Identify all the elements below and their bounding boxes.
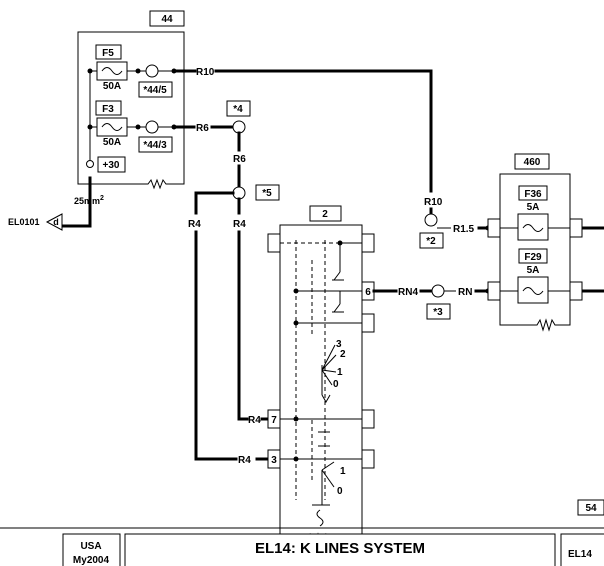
- ground-triangle: [45, 213, 63, 231]
- fuse-f5-id: F5: [102, 48, 114, 59]
- ground-el0101: d EL0101: [8, 213, 63, 231]
- splice-2: *2: [426, 236, 436, 247]
- fuse-f36-label-box: [518, 185, 548, 201]
- terminal-plus30-box: [97, 156, 126, 173]
- fuse-f29-body: [517, 276, 549, 304]
- module-2-outline: [279, 224, 363, 548]
- wire-r10-top: R10: [196, 67, 215, 78]
- splice-5: *5: [262, 188, 272, 199]
- wire-r4-right: [237, 230, 249, 421]
- wire-rn4: RN4: [398, 287, 418, 298]
- module-2-ref: 2: [322, 209, 328, 220]
- splice-4-circle: [232, 120, 246, 134]
- ground-letter: d: [53, 217, 59, 227]
- wire-r6-mid: R6: [233, 154, 246, 165]
- splice-circle-f5: [145, 64, 159, 78]
- wire-r15: R1.5: [453, 224, 475, 235]
- page-ref-label: EL14: [568, 549, 592, 560]
- pin-6: 6: [365, 287, 371, 298]
- wire-r10: [214, 69, 433, 193]
- switch-pos-3: 3: [336, 339, 342, 350]
- module-2-ref-box: [309, 205, 342, 222]
- fuse-f3-label-box: [95, 100, 122, 116]
- module-460-ref-box: [514, 153, 550, 170]
- page-number-box: [577, 499, 604, 516]
- module-44-ref: 44: [161, 14, 173, 25]
- module-460: 460 F36 5A F29 5A: [487, 153, 583, 332]
- splice-5-circle: [232, 186, 246, 200]
- module-460-ref: 460: [524, 157, 541, 168]
- switch-lower-pos-0: 0: [337, 486, 343, 497]
- fuse-f36-icon: [522, 224, 544, 232]
- module-44-outline: [77, 31, 185, 190]
- switch-pos-2: 2: [340, 349, 346, 360]
- fuse-f3-ref: *44/3: [143, 140, 167, 151]
- splice-2-circle: [424, 213, 438, 227]
- diagram-title: EL14: K LINES SYSTEM: [255, 540, 425, 557]
- splice-5-box: [255, 184, 280, 201]
- fuse-f36-id: F36: [524, 189, 542, 200]
- fuse-f29-icon: [522, 287, 544, 295]
- wire-r4-left: [194, 230, 238, 461]
- splice-2-box: [419, 232, 444, 249]
- splice-3-box: [426, 303, 451, 320]
- page-number: 54: [585, 503, 597, 514]
- module-44: 44 F5 50A *44/5 F3 50A *44/3: [77, 10, 185, 190]
- wire-gauge-label: 25mm2: [74, 195, 104, 206]
- fuse-f5-label-box: [95, 44, 122, 60]
- fuse-f3-ref-box: [138, 136, 173, 153]
- fuse-f5-ref: *44/5: [143, 85, 167, 96]
- wire-r4-pin7: R4: [248, 415, 261, 426]
- title-block: USA My2004 EL14: K LINES SYSTEM EL14: [0, 527, 604, 566]
- wire-r4-left: R4: [188, 219, 201, 230]
- fuse-f3-id: F3: [102, 104, 114, 115]
- battery-feed-wire: [60, 176, 92, 228]
- splice-circle-f3: [145, 120, 159, 134]
- fuse-f36-rating: 5A: [527, 202, 540, 213]
- wire-rn: RN: [458, 287, 472, 298]
- switch-pos-1: 1: [337, 367, 343, 378]
- splice-4: *4: [233, 104, 243, 115]
- wire-r6-top: R6: [196, 123, 209, 134]
- wire-r4-left-top: [194, 191, 235, 215]
- fuse-f29-rating: 5A: [527, 265, 540, 276]
- pin-7: 7: [271, 415, 277, 426]
- model-year-label: My2004: [73, 555, 110, 566]
- splice-4-box: [226, 100, 251, 117]
- terminal-plus30: +30: [103, 160, 120, 171]
- fuse-f5-icon: [101, 67, 123, 75]
- fuse-f3-icon: [101, 123, 123, 131]
- pin-3: 3: [271, 455, 277, 466]
- fuse-f29-id: F29: [524, 252, 542, 263]
- fuse-f3-rating: 50A: [103, 137, 121, 148]
- fuse-f5-ref-box: [138, 81, 173, 98]
- ground-ref: EL0101: [8, 217, 40, 227]
- fuse-f5-rating: 50A: [103, 81, 121, 92]
- splice-3-circle: [431, 284, 445, 298]
- wire-r4-mid: R4: [233, 219, 246, 230]
- wire-r10-right: R10: [424, 197, 443, 208]
- module-2: 2 7 3 6: [267, 205, 375, 548]
- fuse-f29-label-box: [518, 248, 548, 264]
- switch-pos-0: 0: [333, 379, 339, 390]
- switch-lower-pos-1: 1: [340, 466, 346, 477]
- splice-3: *3: [433, 307, 443, 318]
- market-label: USA: [80, 541, 101, 552]
- module-44-ref-box: [149, 10, 185, 27]
- fuse-f36-body: [517, 213, 549, 241]
- wire-r4-bottom: R4: [238, 455, 251, 466]
